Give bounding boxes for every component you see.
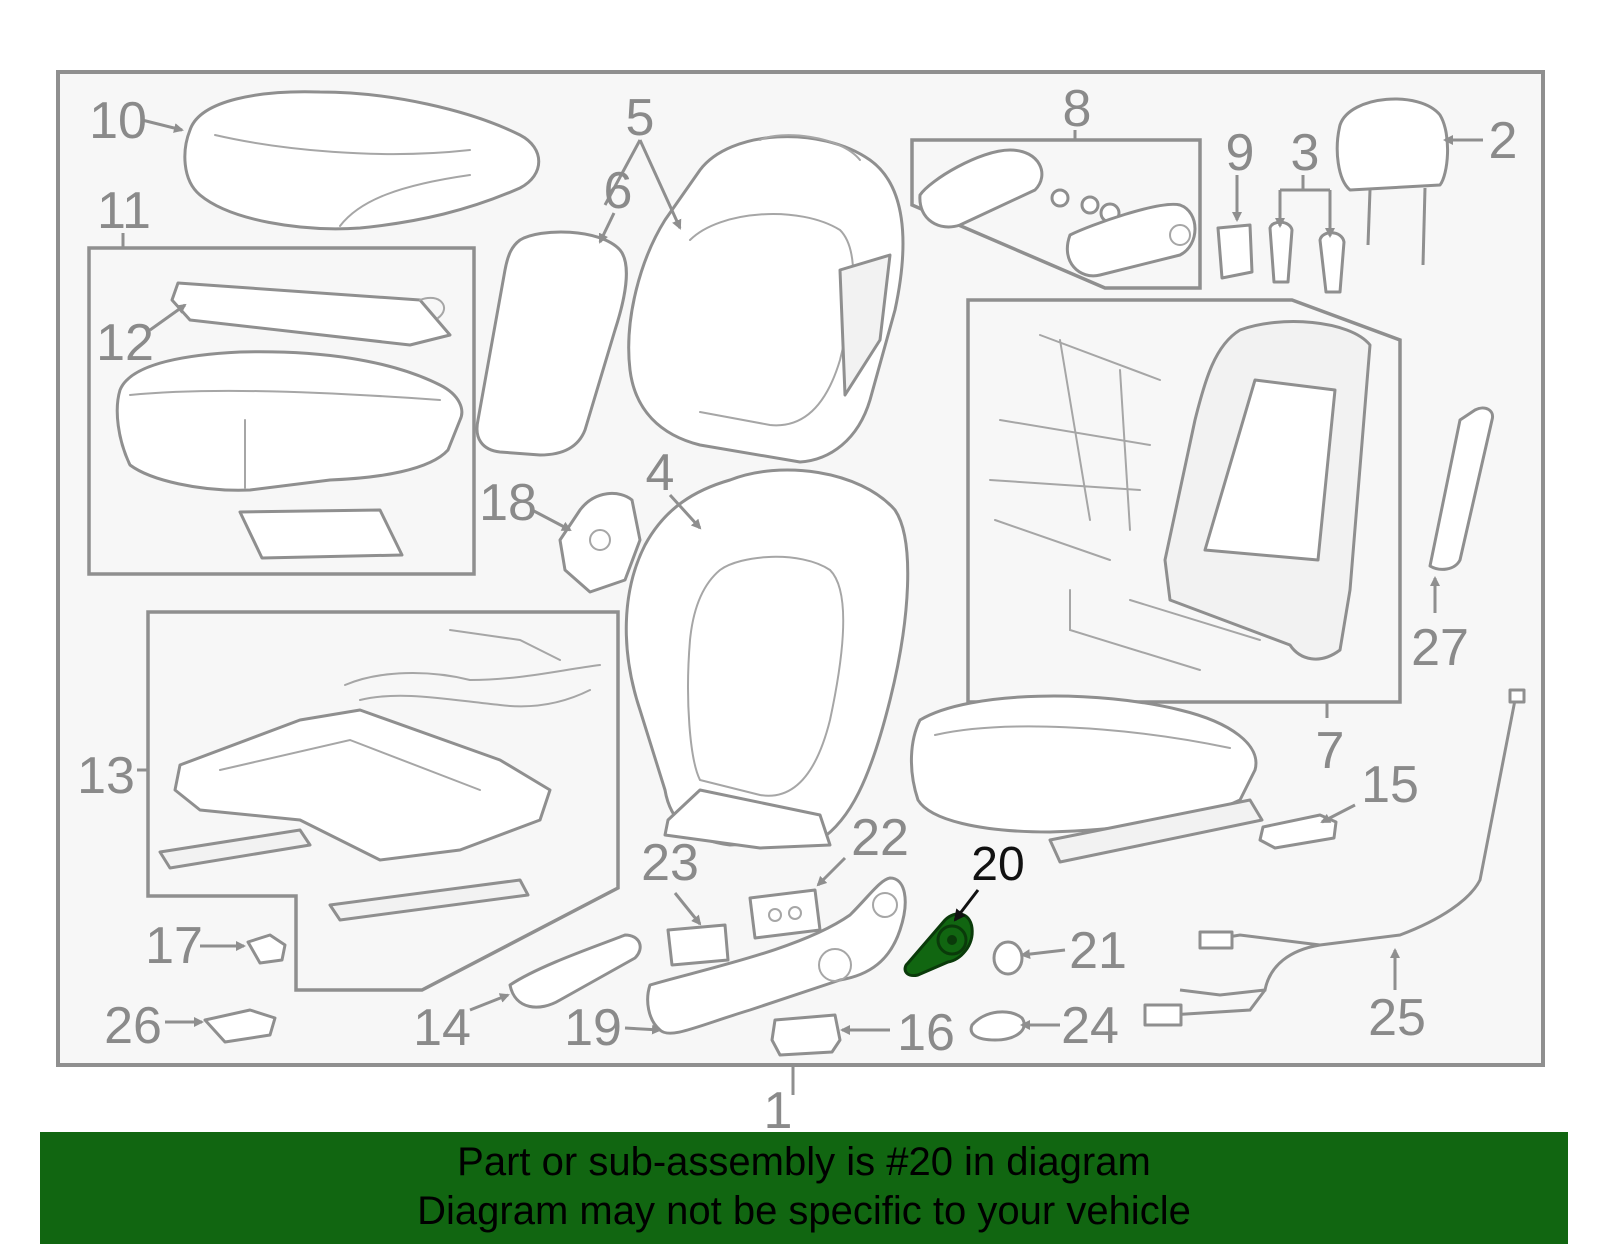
part-9-clip xyxy=(1216,223,1254,280)
box-11 xyxy=(87,246,476,576)
callout-5: 5 xyxy=(626,89,655,147)
seat-parts-diagram: 1 2 3 4 5 6 7 8 9 10 11 12 13 14 15 16 1… xyxy=(56,70,1545,1130)
part-13-adjuster xyxy=(158,629,601,922)
part-8-armrest xyxy=(918,148,1197,278)
callout-19: 19 xyxy=(564,999,622,1057)
callout-1: 1 xyxy=(764,1082,793,1130)
banner-line-2: Diagram may not be specific to your vehi… xyxy=(417,1189,1191,1233)
callout-25: 25 xyxy=(1368,989,1426,1047)
callout-20: 20 xyxy=(971,838,1024,891)
part-1-cushion-frame xyxy=(910,694,1264,864)
callout-11: 11 xyxy=(97,182,151,240)
callout-3: 3 xyxy=(1291,124,1320,182)
part-10-cushion-cover xyxy=(183,90,541,231)
part-22-switch xyxy=(748,888,822,940)
part-27-side-trim xyxy=(1428,406,1495,571)
part-7-back-frame xyxy=(989,320,1372,671)
part-26-module xyxy=(203,1008,277,1044)
callout-23: 23 xyxy=(641,834,699,892)
part-3-headrest-guides xyxy=(1268,220,1346,294)
part-23-switch xyxy=(666,923,730,967)
leader-lines xyxy=(121,118,1483,1095)
callout-27: 27 xyxy=(1411,619,1469,677)
part-2-headrest xyxy=(1335,97,1450,266)
info-banner: Part or sub-assembly is #20 in diagram D… xyxy=(40,1132,1568,1244)
callout-18: 18 xyxy=(479,474,537,532)
part-25-harness xyxy=(1143,688,1526,1027)
part-15-module xyxy=(1258,813,1338,850)
part-14-trim xyxy=(508,933,642,1009)
box-8 xyxy=(910,138,1202,290)
part-21-ring xyxy=(992,940,1024,976)
callout-22: 22 xyxy=(851,809,909,867)
callout-10: 10 xyxy=(89,92,147,150)
callout-8: 8 xyxy=(1063,80,1092,138)
callout-13: 13 xyxy=(77,747,135,805)
part-24-cap xyxy=(969,1010,1026,1042)
callout-numbers: 1 2 3 4 5 6 7 8 9 10 11 12 13 14 15 16 1… xyxy=(77,80,1517,1130)
banner-line-1: Part or sub-assembly is #20 in diagram xyxy=(457,1140,1151,1184)
part-18-bracket xyxy=(558,491,642,594)
callout-15: 15 xyxy=(1361,756,1419,814)
part-19-side-shield xyxy=(646,876,907,1035)
callout-4: 4 xyxy=(646,444,675,502)
callout-7: 7 xyxy=(1316,722,1345,780)
box-7 xyxy=(966,298,1402,704)
callout-6: 6 xyxy=(604,162,633,220)
part-4-seat-back-pad xyxy=(624,468,910,850)
callout-2: 2 xyxy=(1489,112,1518,170)
callout-26: 26 xyxy=(104,997,162,1055)
part-11-cushion xyxy=(115,350,464,560)
part-16-connector xyxy=(770,1013,842,1057)
callout-9: 9 xyxy=(1226,124,1255,182)
callout-16: 16 xyxy=(897,1004,955,1062)
part-17-clip xyxy=(246,933,287,965)
callout-17: 17 xyxy=(145,917,203,975)
callout-24: 24 xyxy=(1061,997,1119,1055)
box-13 xyxy=(146,610,620,992)
callout-21: 21 xyxy=(1069,922,1127,980)
callout-14: 14 xyxy=(413,999,471,1057)
callout-12: 12 xyxy=(96,314,154,372)
part-20-knob xyxy=(903,912,974,978)
part-5-seat-back-cover xyxy=(627,134,905,464)
part-12-cushion-pad xyxy=(170,281,452,347)
